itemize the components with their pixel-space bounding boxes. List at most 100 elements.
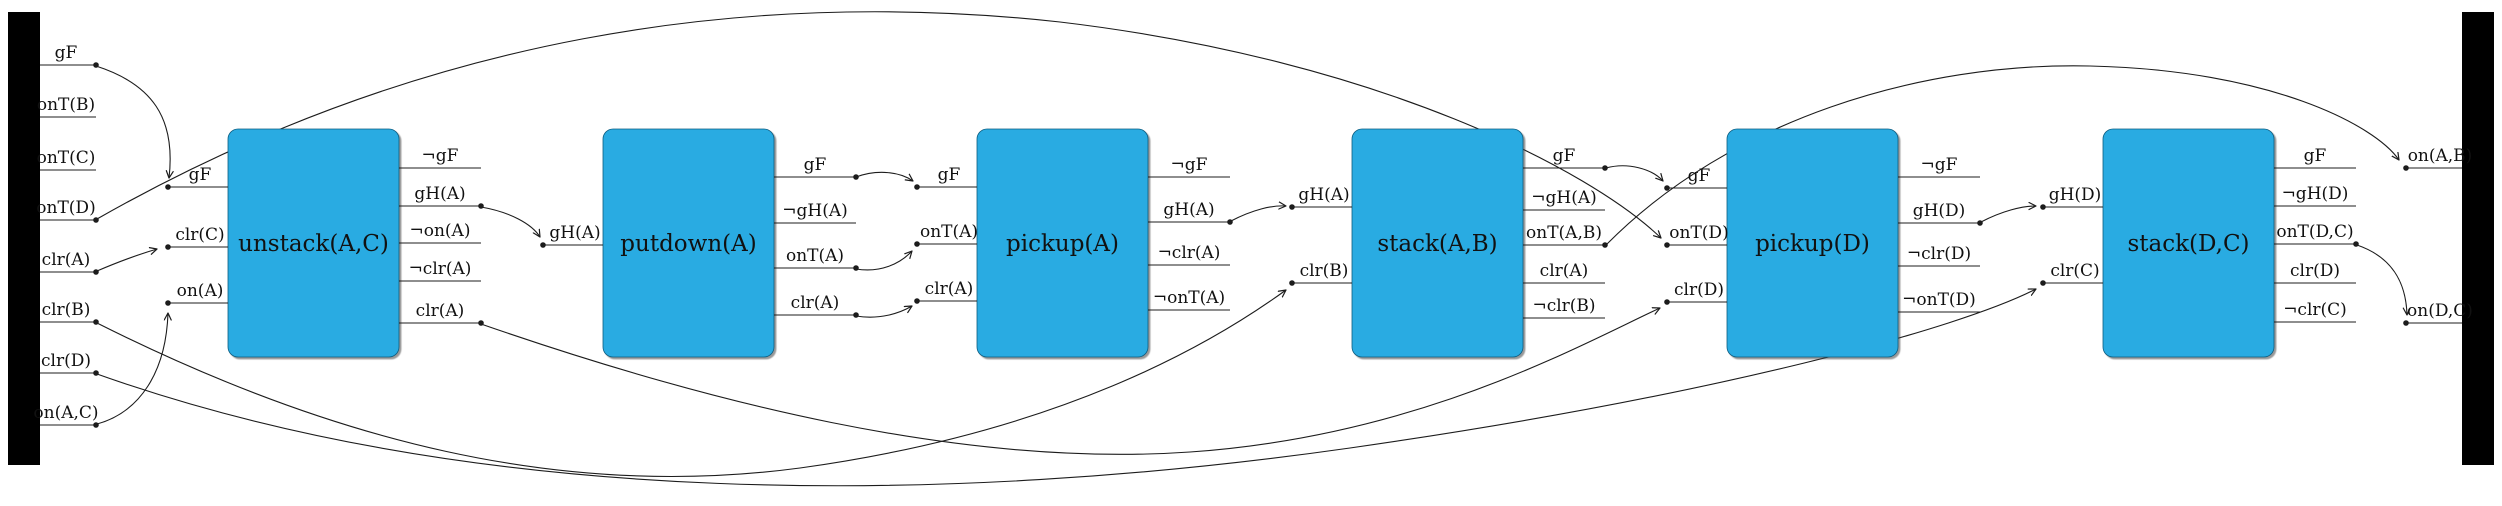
- link-init-onTD-to-pickupD-onTD: [96, 11, 1661, 238]
- link-putdown-onTA-to-pickupA-onTA: [855, 251, 912, 271]
- output-port-label: clr(D): [2290, 261, 2340, 281]
- output-port-label: clr(A): [791, 293, 840, 313]
- link-init-onAC-to-unstack-onA: [96, 313, 168, 425]
- output-port-label: onT(A): [786, 246, 844, 266]
- initial-state-bar: [8, 12, 40, 465]
- input-port-label: onT(A): [920, 222, 978, 242]
- init-fact-dot: [93, 370, 99, 376]
- action-box-4: [1726, 128, 1899, 358]
- output-port-dot: [478, 320, 484, 326]
- output-port-dot: [1227, 219, 1233, 225]
- link-pickupA-gHA-to-stackAB-gHA: [1230, 206, 1286, 222]
- link-stackDC-onTDC-to-goal-onDC: [2356, 244, 2407, 315]
- output-port-label: ¬onT(A): [1153, 288, 1225, 308]
- input-port-label: clr(C): [175, 225, 224, 245]
- input-port-dot: [165, 244, 171, 250]
- input-port-label: gF: [1688, 166, 1711, 186]
- output-port-label: gF: [804, 155, 827, 175]
- action-name: stack(D,C): [2127, 231, 2249, 257]
- goal-fact-dot: [2403, 165, 2409, 171]
- output-port-label: gH(A): [1163, 200, 1214, 220]
- input-port-dot: [1289, 204, 1295, 210]
- link-init-gF-to-unstack-gF: [95, 65, 170, 178]
- output-port-label: ¬clr(A): [409, 259, 472, 279]
- output-port-label: gF: [1553, 146, 1576, 166]
- init-fact-dot: [93, 319, 99, 325]
- init-fact-dot: [93, 269, 99, 275]
- link-putdown-clrA-to-pickupA-clrA: [855, 306, 912, 318]
- input-port-label: clr(B): [1300, 261, 1349, 281]
- output-port-label: onT(A,B): [1526, 223, 1602, 243]
- init-fact-dot: [93, 217, 99, 223]
- output-port-dot: [853, 312, 859, 318]
- link-stackAB-gF-to-pickupD-gF: [1605, 165, 1663, 181]
- output-port-label: ¬clr(B): [1532, 296, 1595, 316]
- action-box-1: [602, 128, 775, 358]
- output-port-label: ¬gF: [1171, 155, 1208, 175]
- output-port-dot: [853, 265, 859, 271]
- input-port-dot: [914, 184, 920, 190]
- output-port-label: ¬clr(D): [1907, 244, 1971, 264]
- nodes-layer: gF onT(B) onT(C) onT(D) clr(A) clr(B) clr(D) on…: [8, 12, 2494, 465]
- output-port-label: clr(A): [1540, 261, 1589, 281]
- action-box-3: [1351, 128, 1524, 358]
- output-port-dot: [478, 203, 484, 209]
- init-fact-label: onT(D): [36, 198, 95, 218]
- init-fact-label: clr(B): [42, 300, 91, 320]
- link-init-clrB-to-stackAB-clrB: [96, 290, 1286, 478]
- input-port-dot: [1664, 185, 1670, 191]
- action-name: pickup(A): [1006, 231, 1119, 257]
- output-port-label: ¬on(A): [410, 221, 471, 241]
- input-port-label: gH(A): [1298, 185, 1349, 205]
- init-fact-label: on(A,C): [33, 403, 98, 423]
- action-name: putdown(A): [620, 231, 756, 257]
- action-name: pickup(D): [1755, 231, 1870, 257]
- link-putdown-gF-to-pickupA-gF: [855, 171, 913, 181]
- input-port-dot: [2040, 280, 2046, 286]
- output-port-label: gF: [2304, 146, 2327, 166]
- action-name: stack(A,B): [1377, 231, 1497, 257]
- output-port-label: ¬onT(D): [1902, 290, 1976, 310]
- input-port-label: on(A): [177, 281, 224, 301]
- input-port-dot: [165, 184, 171, 190]
- goal-fact-dot: [2403, 320, 2409, 326]
- output-port-dot: [853, 174, 859, 180]
- init-fact-label: gF: [55, 43, 78, 63]
- link-stackAB-onTAB-to-goal-onAB: [1606, 65, 2399, 245]
- input-port-dot: [1664, 242, 1670, 248]
- output-port-label: gH(D): [1913, 201, 1966, 221]
- input-port-label: clr(C): [2050, 261, 2099, 281]
- input-port-dot: [1664, 299, 1670, 305]
- input-port-dot: [914, 298, 920, 304]
- output-port-label: ¬gF: [422, 146, 459, 166]
- init-fact-dot: [93, 62, 99, 68]
- output-port-label: gH(A): [414, 184, 465, 204]
- link-unstack-clrA-to-pickupD-clrD: [480, 308, 1660, 455]
- output-port-dot: [1602, 165, 1608, 171]
- link-unstack-gHA-to-putdown-gHA: [480, 206, 540, 237]
- input-port-label: onT(D): [1669, 223, 1728, 243]
- init-fact-label: onT(C): [37, 148, 96, 168]
- input-port-label: clr(A): [925, 279, 974, 299]
- link-init-clrA-to-unstack-clrC: [96, 249, 157, 272]
- goal-fact-label: on(A,B): [2408, 146, 2473, 166]
- output-port-dot: [1977, 220, 1983, 226]
- init-fact-label: clr(D): [41, 351, 91, 371]
- output-port-label: ¬gH(A): [782, 201, 848, 221]
- input-port-label: gF: [938, 165, 961, 185]
- output-port-dot: [1602, 242, 1608, 248]
- output-port-label: onT(D,C): [2276, 222, 2353, 242]
- input-port-label: clr(D): [1674, 280, 1724, 300]
- action-box-5: [2102, 128, 2275, 358]
- init-fact-label: onT(B): [37, 95, 95, 115]
- input-port-dot: [1289, 280, 1295, 286]
- input-port-dot: [540, 242, 546, 248]
- input-port-label: gH(D): [2049, 185, 2102, 205]
- output-port-label: ¬gH(A): [1531, 188, 1597, 208]
- goal-state-bar: [2462, 12, 2494, 465]
- output-port-label: ¬clr(A): [1158, 243, 1221, 263]
- goal-fact-label: on(D,C): [2407, 301, 2473, 321]
- init-fact-dot: [93, 422, 99, 428]
